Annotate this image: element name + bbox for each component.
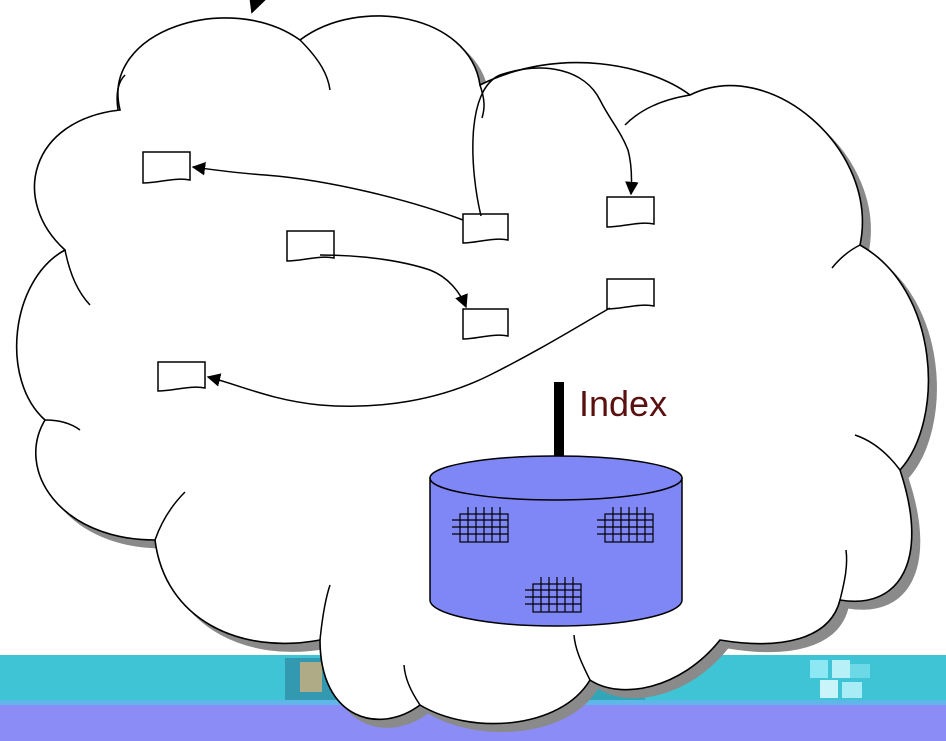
grid-icon xyxy=(525,577,582,613)
banner-tile xyxy=(810,660,828,678)
link-arrow xyxy=(472,67,639,217)
pointer-arrow xyxy=(248,0,266,14)
link-arrows xyxy=(191,67,639,407)
link-arrow xyxy=(319,254,468,309)
document-icon xyxy=(606,278,655,310)
grid-icon xyxy=(597,507,654,543)
document-icon xyxy=(462,308,509,340)
index-label: Index xyxy=(579,383,668,424)
document-icon xyxy=(462,213,509,244)
database-top xyxy=(429,455,683,501)
document-icon xyxy=(142,151,191,184)
document-icon xyxy=(157,361,206,392)
link-arrow xyxy=(191,161,464,221)
database-body xyxy=(429,477,683,627)
document-icon xyxy=(286,230,335,262)
document-icons xyxy=(142,151,655,392)
grid-icon xyxy=(452,507,509,543)
document-icon xyxy=(606,196,655,228)
link-arrow xyxy=(206,307,611,407)
cloud-fold-lines xyxy=(44,39,901,706)
database-icon xyxy=(429,455,683,627)
